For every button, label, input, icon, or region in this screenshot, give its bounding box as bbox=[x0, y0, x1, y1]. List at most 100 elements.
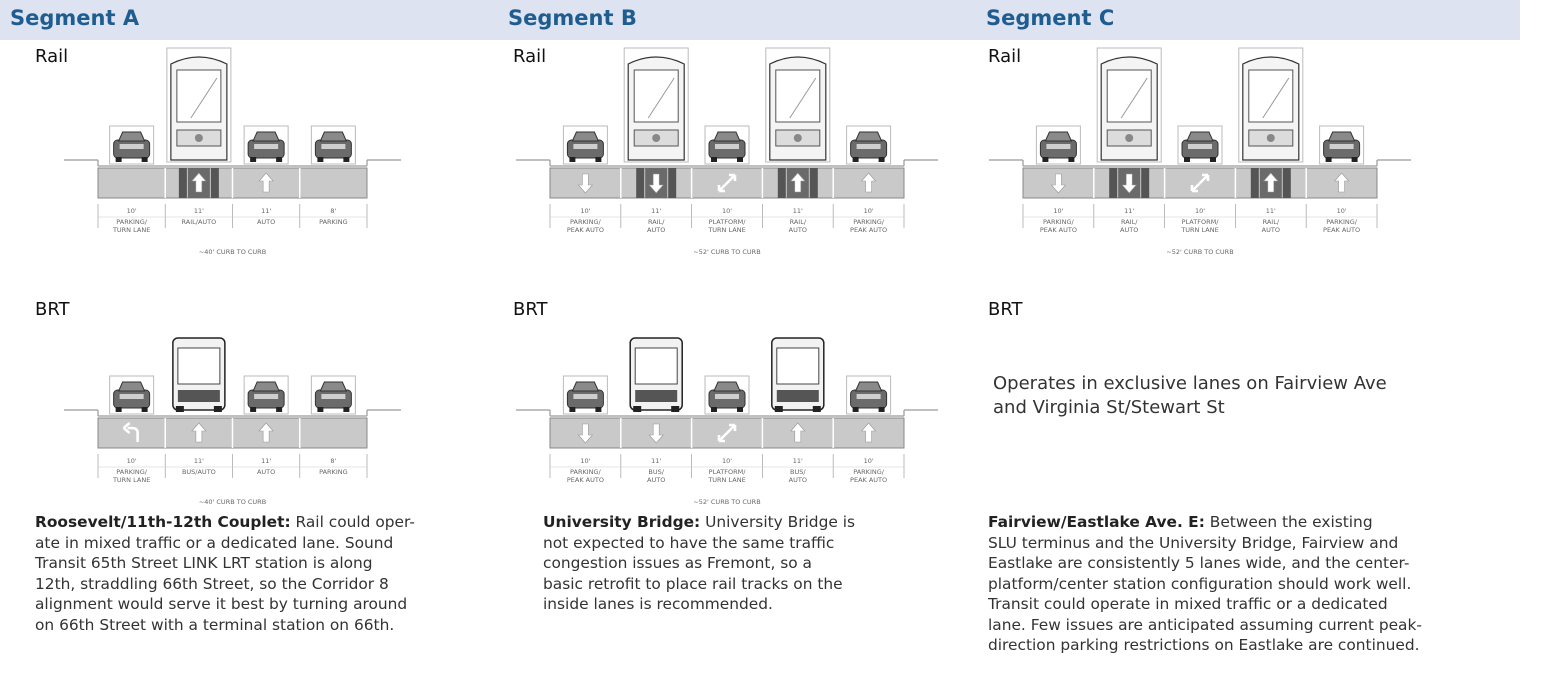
car-grille bbox=[856, 394, 881, 399]
train-reflection bbox=[789, 77, 817, 119]
lane-use-label: PEAK AUTO bbox=[567, 476, 604, 484]
lane-width-label: 11' bbox=[261, 207, 271, 215]
car-grille bbox=[573, 394, 598, 399]
car-roof bbox=[571, 131, 600, 142]
lane-width-label: 10' bbox=[127, 207, 137, 215]
car-roof bbox=[1186, 131, 1214, 142]
car-wheel bbox=[852, 157, 859, 162]
curb-to-curb-label: ~52' CURB TO CURB bbox=[693, 248, 760, 256]
segment-c-description-line: platform/center station configuration sh… bbox=[988, 574, 1412, 593]
lane-width-label: 11' bbox=[651, 207, 661, 215]
rail-track bbox=[636, 168, 645, 198]
segment-a-brt-label: BRT bbox=[35, 299, 70, 320]
curb-to-curb-label: ~52' CURB TO CURB bbox=[1166, 248, 1233, 256]
segment-c-description-line: direction parking restrictions on Eastla… bbox=[988, 636, 1420, 654]
bus-bumper bbox=[635, 390, 678, 402]
lane-use-label: BUS/ bbox=[790, 468, 806, 476]
lane-use-label: AUTO bbox=[647, 226, 665, 234]
train-frame bbox=[166, 47, 232, 163]
car-wheel bbox=[317, 157, 324, 162]
train-windshield bbox=[1106, 69, 1152, 123]
segment-b-description-line: congestion issues as Fremont, so a bbox=[543, 554, 812, 572]
car-frame bbox=[704, 125, 750, 165]
lane-use-label: PARKING/ bbox=[570, 218, 602, 226]
arrow-up-icon bbox=[191, 422, 207, 443]
car-wheel bbox=[595, 407, 602, 412]
lane-use-label: PARKING/ bbox=[116, 468, 148, 476]
curb-to-curb-label: ~52' CURB TO CURB bbox=[693, 498, 760, 506]
train-reflection bbox=[647, 77, 675, 119]
car-wheel bbox=[711, 407, 717, 412]
car-roof bbox=[1044, 131, 1073, 142]
curb-to-curb-label: ~40' CURB TO CURB bbox=[199, 248, 266, 256]
train-windshield bbox=[633, 69, 679, 123]
rail-track bbox=[668, 168, 677, 198]
lane-use-label: TURN LANE bbox=[1180, 226, 1218, 234]
train-reflection bbox=[1262, 77, 1290, 119]
segment-b-description-line: inside lanes is recommended. bbox=[543, 595, 773, 613]
arrow-up-icon bbox=[1263, 172, 1279, 193]
lane-width-label: 10' bbox=[127, 457, 137, 465]
lane-width-label: 11' bbox=[1266, 207, 1276, 215]
train-light bbox=[1125, 134, 1134, 142]
lane-width-label: 8' bbox=[330, 207, 336, 215]
lane-use-label: RAIL/ bbox=[1121, 218, 1138, 226]
car-wheel bbox=[595, 157, 602, 162]
lane-use-label: PEAK AUTO bbox=[1323, 226, 1360, 234]
train-frame bbox=[765, 47, 831, 163]
car-wheel bbox=[343, 157, 350, 162]
arrow-up-icon bbox=[860, 172, 877, 193]
car-grille bbox=[573, 144, 598, 149]
bus-wheel bbox=[812, 406, 821, 412]
segment-a-description-line: Transit 65th Street LINK LRT station is … bbox=[35, 554, 373, 572]
car-frame bbox=[310, 375, 356, 415]
segment-c-description-line: SLU terminus and the University Bridge, … bbox=[988, 533, 1399, 552]
lane-use-label: RAIL/ bbox=[790, 218, 807, 226]
bus-wheel bbox=[175, 406, 184, 412]
lane-use-label: PARKING/ bbox=[853, 468, 885, 476]
segment-c-description-title: Fairview/Eastlake Ave. E: bbox=[988, 513, 1205, 531]
car-frame bbox=[109, 375, 155, 415]
arrow-up-icon bbox=[860, 422, 877, 443]
segment-a-description-title: Roosevelt/11th-12th Couplet: bbox=[35, 513, 291, 531]
car-roof bbox=[571, 381, 600, 392]
lane-width-label: 11' bbox=[1124, 207, 1134, 215]
train-light bbox=[194, 134, 203, 142]
car-wheel bbox=[276, 407, 283, 412]
segment-a-title: Segment A bbox=[10, 6, 140, 30]
lane-use-label: TURN LANE bbox=[112, 226, 150, 234]
curb-to-curb-label: ~40' CURB TO CURB bbox=[199, 498, 266, 506]
rail-track bbox=[1141, 168, 1150, 198]
lane-use-label: PARKING bbox=[319, 468, 348, 476]
lane-width-label: 10' bbox=[580, 207, 590, 215]
rail-track bbox=[809, 168, 818, 198]
arrow-up-icon bbox=[258, 172, 274, 193]
rail-track bbox=[777, 168, 786, 198]
train-frame bbox=[1238, 47, 1304, 163]
segment-a-description-line: alignment would serve it best by turning… bbox=[35, 595, 408, 613]
segment-c-title: Segment C bbox=[986, 6, 1115, 30]
lane-width-label: 11' bbox=[194, 207, 204, 215]
car-wheel bbox=[141, 407, 148, 412]
lane-use-label: PARKING/ bbox=[1043, 218, 1075, 226]
lane-use-label: PARKING/ bbox=[116, 218, 148, 226]
train-windshield bbox=[1248, 69, 1294, 123]
car-roof bbox=[713, 131, 741, 142]
car-roof bbox=[319, 131, 348, 142]
car-wheel bbox=[1184, 157, 1190, 162]
lane-use-label: RAIL/AUTO bbox=[182, 218, 217, 226]
lane-use-label: AUTO bbox=[257, 218, 275, 226]
segment-c-description-line: Eastlake are consistently 5 lanes wide, … bbox=[988, 554, 1410, 572]
lane-width-label: 11' bbox=[194, 457, 204, 465]
arrow-down-icon bbox=[1121, 173, 1137, 194]
lane-use-label: RAIL/ bbox=[1263, 218, 1280, 226]
train-reflection bbox=[190, 77, 218, 119]
car-wheel bbox=[878, 407, 885, 412]
lane-use-label: PARKING bbox=[319, 218, 348, 226]
train-windshield bbox=[176, 69, 222, 123]
car-wheel bbox=[878, 157, 885, 162]
segment-a-description-line: Rail could oper- bbox=[295, 513, 415, 531]
train-light bbox=[652, 134, 661, 142]
arrow-up-icon bbox=[191, 172, 207, 193]
turn-arrow-icon bbox=[122, 422, 139, 442]
